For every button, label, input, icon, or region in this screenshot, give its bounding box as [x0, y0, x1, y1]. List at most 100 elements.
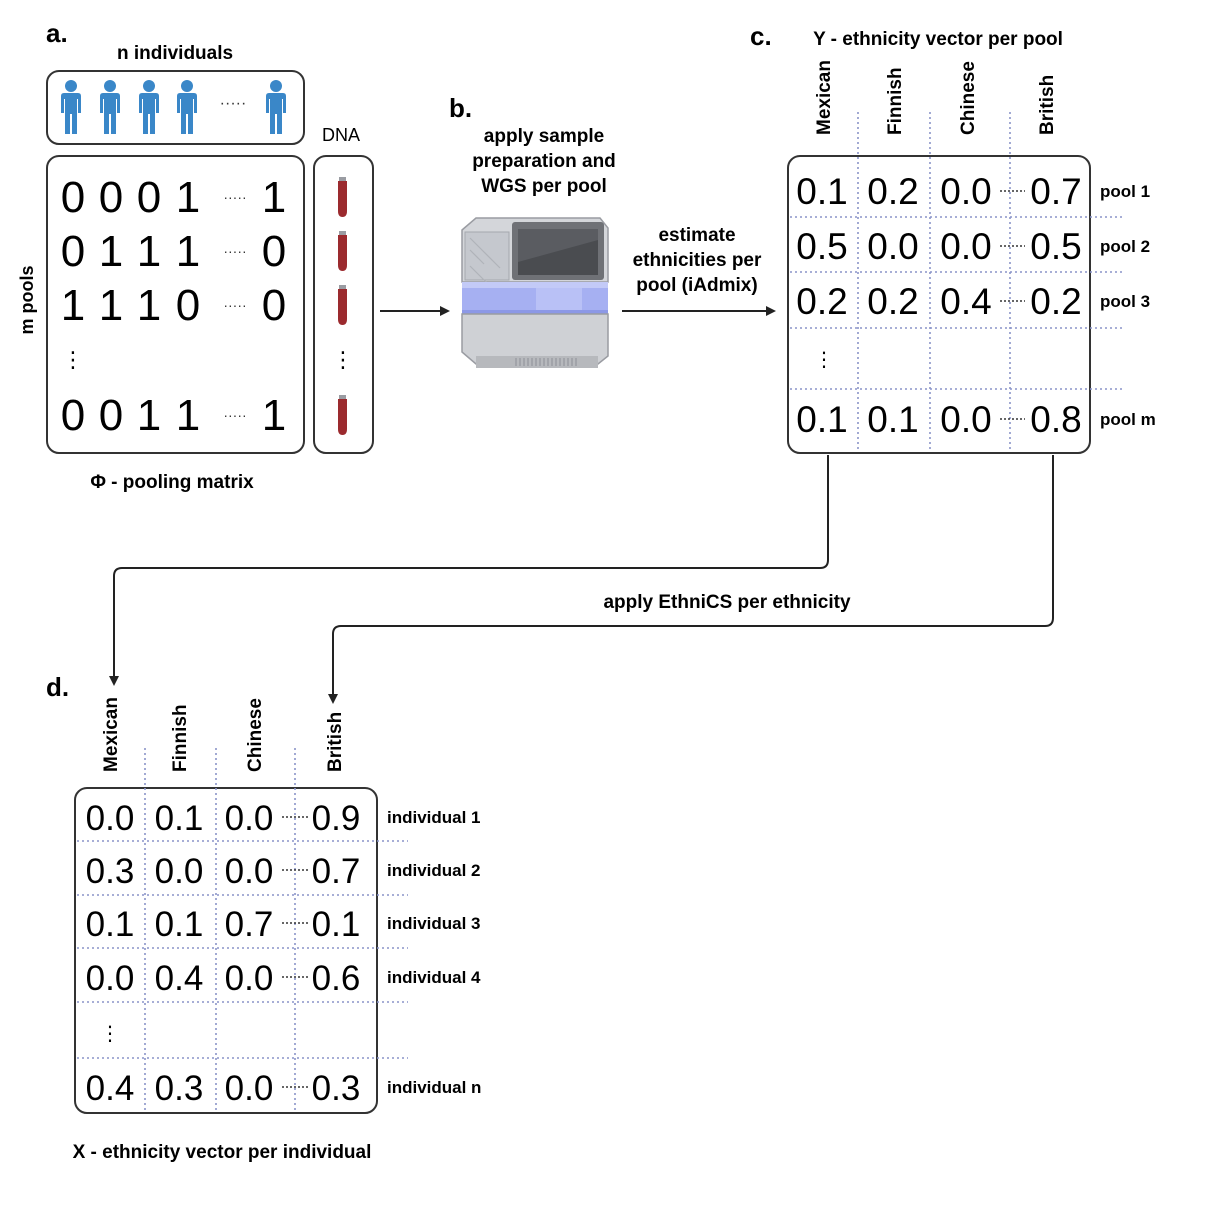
matrix-cell: 1	[262, 391, 286, 440]
row-label: pool m	[1100, 410, 1156, 429]
table-cell: 0.3	[312, 1069, 361, 1108]
pooling-matrix-box	[46, 155, 305, 454]
table-cell: 0.1	[86, 905, 135, 944]
matrix-cell: 0	[61, 227, 85, 276]
column-header-british: British	[1037, 75, 1058, 135]
row-label: individual n	[387, 1078, 481, 1097]
column-header-mexican: Mexican	[814, 60, 835, 135]
panel-c: c. Y - ethnicity vector per pool Mexican…	[750, 21, 1156, 454]
row-label: pool 1	[1100, 182, 1150, 201]
matrix-cell: 1	[137, 281, 161, 330]
matrix-cell: 0	[61, 391, 85, 440]
table-cell: 0.7	[225, 905, 274, 944]
table-cell: 0.5	[1030, 226, 1081, 267]
individuals-title: n individuals	[117, 43, 233, 64]
table-cell: 0.0	[225, 1069, 274, 1108]
matrix-cell: 0	[99, 391, 123, 440]
panel-b-label: b.	[449, 93, 472, 123]
panel-a-label: a.	[46, 18, 68, 48]
individuals-row	[61, 80, 286, 134]
row-label: individual 2	[387, 861, 481, 880]
column-header-finnish: Finnish	[170, 704, 191, 772]
dna-tube-icon	[338, 177, 347, 217]
matrix-row-ellipsis: ·····	[223, 243, 246, 259]
arrow-c-mexican-to-d	[109, 455, 829, 686]
table-vertical-ellipsis: ⋮	[814, 349, 834, 371]
person-icon	[139, 80, 159, 134]
dna-tube-icon	[338, 285, 347, 325]
row-label: pool 2	[1100, 237, 1150, 256]
matrix-cell: 0	[61, 173, 85, 222]
arrow-c-british-to-d	[328, 455, 1054, 704]
matrix-cell: 0	[137, 173, 161, 222]
panel-c-label: c.	[750, 21, 772, 51]
table-cell: 0.0	[86, 959, 135, 998]
table-cell: 0.3	[155, 1069, 204, 1108]
table-cell: 0.2	[796, 281, 847, 322]
panel-d-caption: X - ethnicity vector per individual	[73, 1142, 372, 1163]
person-icon	[266, 80, 286, 134]
pooling-matrix-caption: Φ - pooling matrix	[90, 472, 254, 493]
row-label: individual 4	[387, 968, 481, 987]
matrix-cell: 1	[99, 281, 123, 330]
table-cell: 0.1	[155, 799, 204, 838]
estimate-line-1: estimate	[658, 225, 735, 246]
panel-d: d. Mexican Finnish Chinese British 0.0 0.1 0.0…	[46, 672, 481, 1163]
wgs-caption-line-3: WGS per pool	[481, 176, 607, 197]
table-cell: 0.5	[796, 226, 847, 267]
matrix-cell: 1	[176, 391, 200, 440]
table-cell: 0.1	[155, 905, 204, 944]
matrix-cell: 1	[176, 173, 200, 222]
table-cell: 0.6	[312, 959, 361, 998]
matrix-cell: 1	[137, 391, 161, 440]
dna-box	[313, 155, 374, 454]
matrix-cell: 1	[61, 281, 85, 330]
dna-vertical-ellipsis: ⋮	[332, 347, 354, 372]
panel-d-label: d.	[46, 672, 69, 702]
person-icon	[100, 80, 120, 134]
table-cell: 0.0	[940, 171, 991, 212]
matrix-cell: 1	[99, 227, 123, 276]
table-cell: 0.2	[867, 281, 918, 322]
dna-tubes: ⋮	[332, 177, 354, 435]
sequencer-icon	[461, 217, 609, 368]
column-header-mexican: Mexican	[101, 697, 122, 772]
matrix-cell: 0	[262, 281, 286, 330]
individual-ethnicity-table: Mexican Finnish Chinese British 0.0 0.1 0.0 0.9…	[77, 697, 481, 1112]
panel-b: b. apply sample preparation and WGS per …	[449, 93, 762, 368]
row-label: individual 3	[387, 914, 481, 933]
table-vertical-ellipsis: ⋮	[100, 1023, 120, 1045]
matrix-cell: 1	[176, 227, 200, 276]
table-cell: 0.9	[312, 799, 361, 838]
table-cell: 0.1	[796, 171, 847, 212]
person-icon	[177, 80, 197, 134]
matrix-vertical-ellipsis: ⋮	[62, 347, 84, 372]
wgs-caption-line-1: apply sample	[484, 126, 604, 147]
table-cell: 0.2	[1030, 281, 1081, 322]
table-cell: 0.1	[796, 399, 847, 440]
row-label: individual 1	[387, 808, 481, 827]
person-icon	[61, 80, 81, 134]
dna-tube-icon	[338, 395, 347, 435]
table-cell: 0.0	[225, 799, 274, 838]
wgs-caption-line-2: preparation and	[472, 151, 616, 172]
table-cell: 0.7	[312, 852, 361, 891]
column-header-british: British	[325, 712, 346, 772]
matrix-cell: 0	[176, 281, 200, 330]
dna-tube-icon	[338, 231, 347, 271]
dna-label: DNA	[322, 125, 360, 145]
table-cell: 0.7	[1030, 171, 1081, 212]
table-cell: 0.4	[86, 1069, 135, 1108]
matrix-cell: 1	[262, 173, 286, 222]
table-cell: 0.0	[867, 226, 918, 267]
matrix-row-ellipsis: ·····	[223, 297, 246, 313]
matrix-cell: 0	[99, 173, 123, 222]
table-cell: 0.0	[940, 399, 991, 440]
panel-c-title: Y - ethnicity vector per pool	[813, 29, 1063, 50]
table-cell: 0.0	[155, 852, 204, 891]
table-cell: 0.3	[86, 852, 135, 891]
column-header-chinese: Chinese	[245, 698, 266, 772]
